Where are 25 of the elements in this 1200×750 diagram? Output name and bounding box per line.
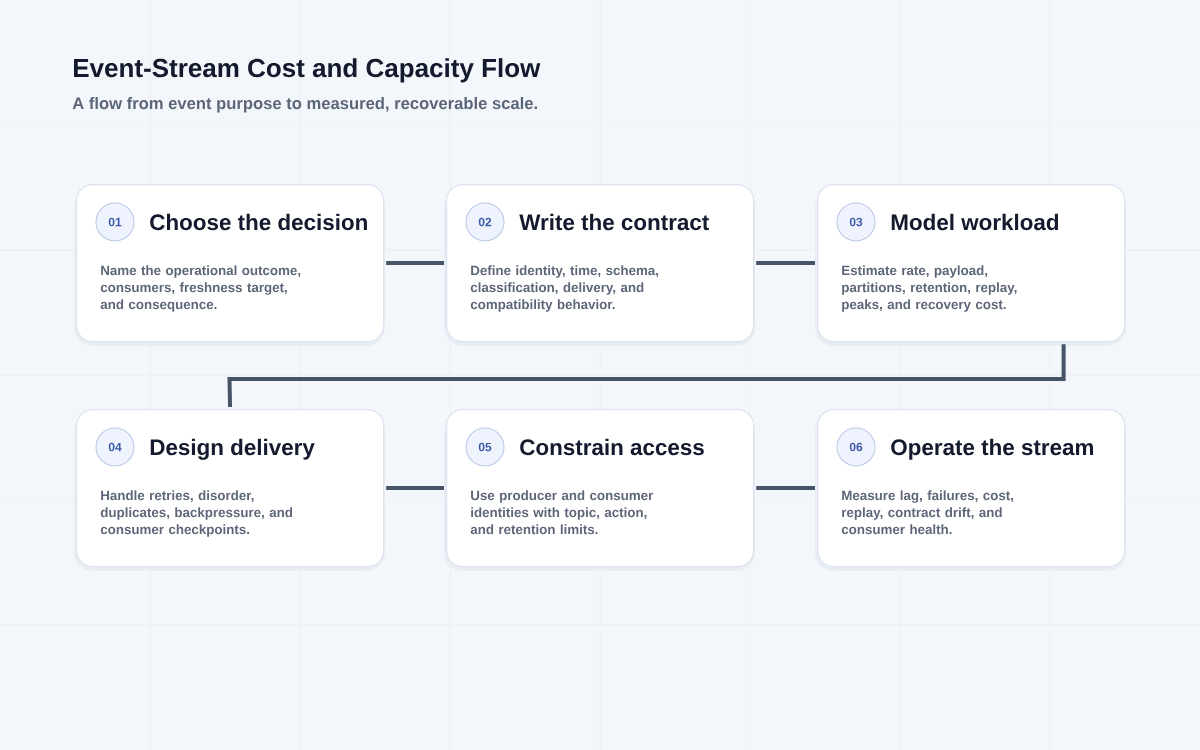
title: Event-Stream Cost and Capacity Flow	[74, 58, 541, 83]
connector-line	[386, 261, 444, 266]
connector-line	[756, 261, 815, 266]
step-title: Constrain access	[520, 438, 704, 456]
step-title: Write the contract	[519, 213, 709, 231]
connector-line	[227, 344, 1066, 408]
step-card	[444, 184, 755, 346]
step-description: Estimate rate, payload, partitions, retention, replay, peaks, and recovery cost.	[842, 265, 1017, 312]
step-card	[815, 184, 1126, 346]
step-card	[815, 409, 1126, 571]
step-title: Operate the stream	[891, 438, 1093, 460]
step-card	[444, 409, 755, 571]
subtitle: A flow from event purpose to measured, recoverable scale.	[72, 97, 537, 113]
step-description: Name the operational outcome, consumers, freshness target, and consequence.	[100, 265, 301, 312]
step-card	[74, 409, 385, 571]
step-description: Define identity, time, schema, classification, delivery, and compatibility behavior.	[470, 265, 659, 312]
step-title: Design delivery	[150, 438, 315, 460]
step-title: Model workload	[891, 213, 1059, 231]
connector-line	[756, 486, 815, 491]
step-title: Choose the decision	[150, 213, 367, 231]
step-description: Handle retries, disorder, duplicates, backpressure, and consumer checkpoints.	[100, 490, 293, 537]
connector-line	[386, 486, 444, 491]
step-description: Measure lag, failures, cost, replay, contract drift, and consumer health.	[841, 490, 1014, 535]
step-description: Use producer and consumer identities with topic, action, and retention limits.	[470, 490, 654, 535]
step-card	[74, 184, 385, 346]
